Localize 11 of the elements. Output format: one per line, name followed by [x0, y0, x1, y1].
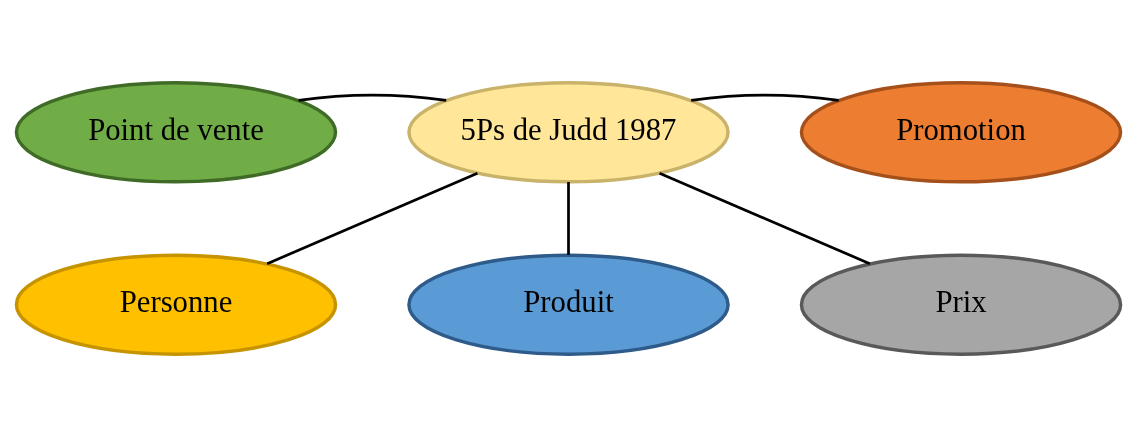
connector — [266, 171, 478, 265]
connector — [298, 93, 447, 102]
connector — [659, 171, 871, 265]
node-ellipse: Produit — [407, 253, 730, 356]
node-ellipse: Promotion — [799, 81, 1123, 184]
connector — [567, 182, 570, 255]
connector — [691, 93, 839, 102]
node-ellipse: 5Ps de Judd 1987 — [407, 81, 730, 184]
node-ellipse: Point de vente — [14, 81, 338, 184]
node-ellipse: Prix — [799, 253, 1123, 356]
node-ellipse: Personne — [14, 253, 338, 356]
